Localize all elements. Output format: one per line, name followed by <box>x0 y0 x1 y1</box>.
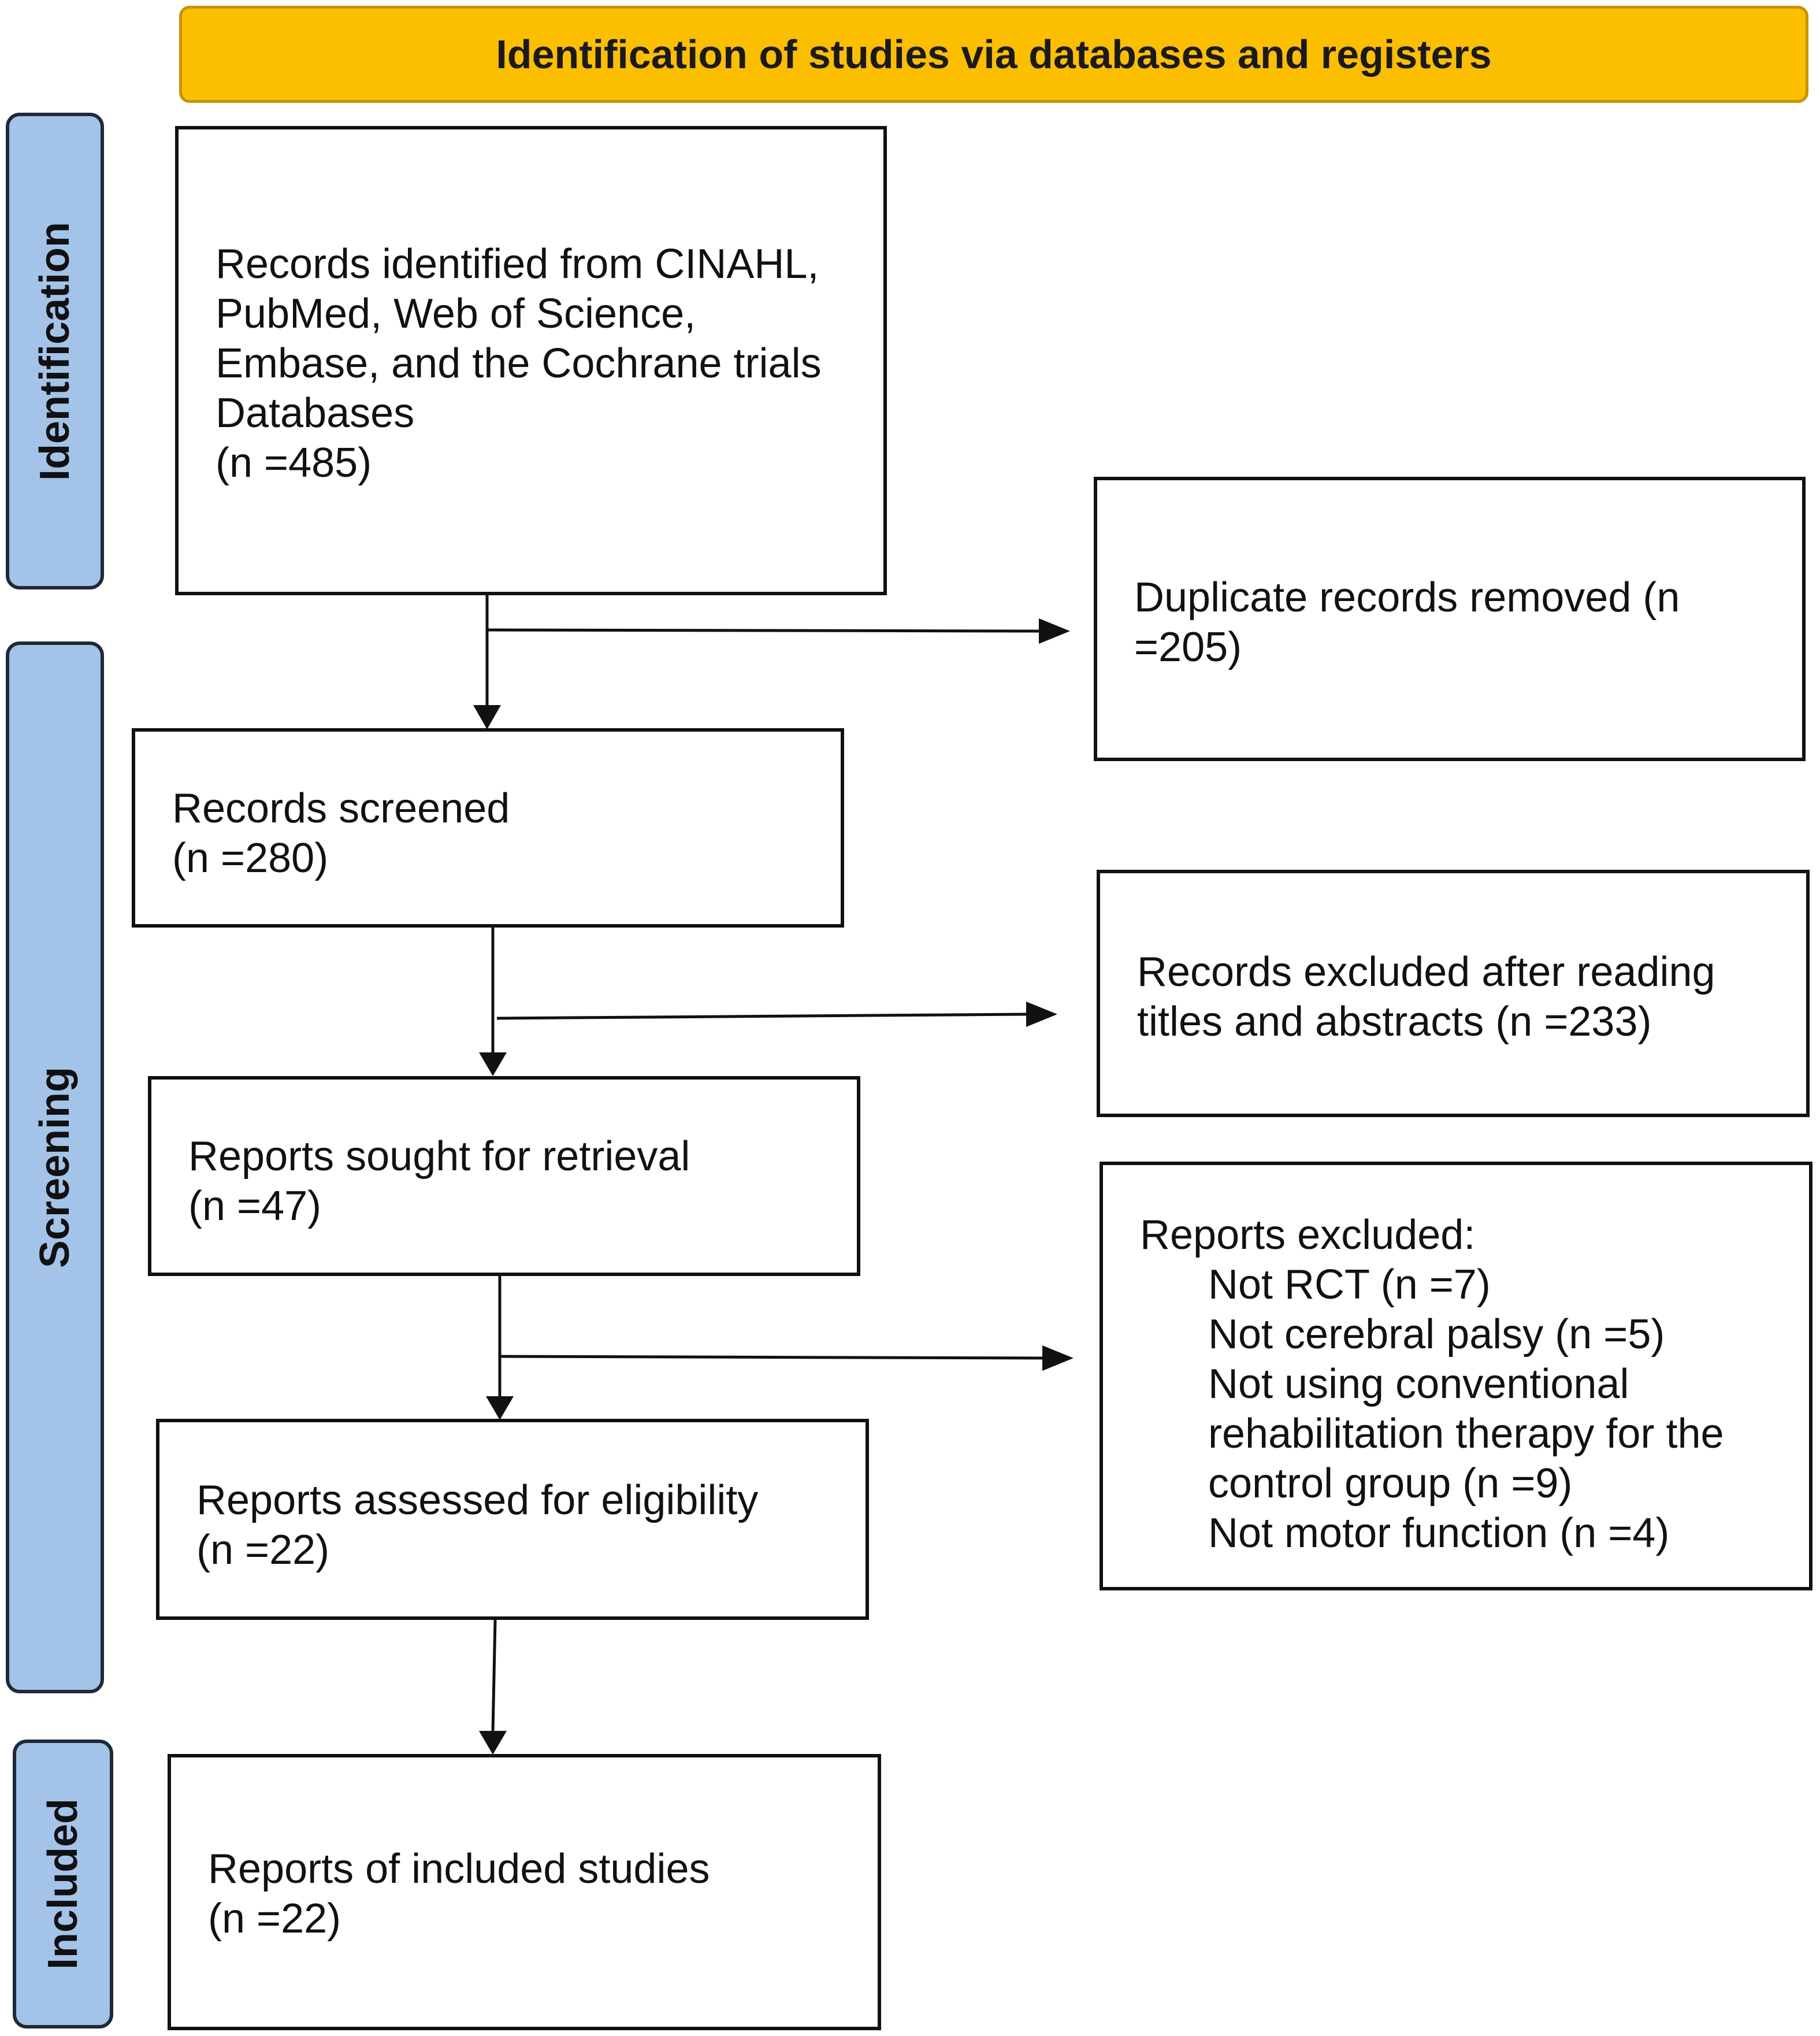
records-identified-line: Records identified from CINAHL, <box>216 241 819 287</box>
duplicates-removed-line: Duplicate records removed (n <box>1134 574 1680 621</box>
reports-assessed-box: Reports assessed for eligibility (n =22) <box>156 1419 869 1620</box>
reports-sought-line: Reports sought for retrieval <box>188 1133 690 1180</box>
reports-assessed-line: Reports assessed for eligibility <box>196 1477 759 1523</box>
phase-identification: Identification <box>6 113 104 589</box>
records-identified-line: Databases <box>216 390 415 436</box>
connector-to-duplicates <box>486 628 1041 633</box>
connector-to-records-excluded <box>496 1013 1028 1020</box>
records-screened-count: (n =280) <box>172 835 329 881</box>
records-excluded-box: Records excluded after reading titles an… <box>1097 870 1810 1117</box>
arrowhead-down <box>479 1731 507 1755</box>
exclusion-reason: Not motor function (n =4) <box>1208 1510 1670 1556</box>
reports-assessed-count: (n =22) <box>196 1527 330 1573</box>
phase-screening: Screening <box>6 641 104 1693</box>
reports-included-box: Reports of included studies (n =22) <box>168 1754 881 2030</box>
arrowhead-down <box>486 1396 514 1420</box>
arrowhead-right <box>1026 1002 1057 1027</box>
reports-included-line: Reports of included studies <box>208 1846 710 1892</box>
exclusion-reason: Not using conventional <box>1208 1361 1629 1407</box>
flow-header: Identification of studies via databases … <box>179 6 1808 103</box>
connector-to-reports-excluded <box>499 1355 1044 1360</box>
reports-excluded-box: Reports excluded: Not RCT (n =7) Not cer… <box>1100 1162 1812 1590</box>
reports-included-count: (n =22) <box>208 1896 341 1942</box>
flow-header-title: Identification of studies via databases … <box>496 32 1492 77</box>
records-identified-line: Embase, and the Cochrane trials <box>216 340 822 387</box>
connector-assessed-to-included <box>491 1619 497 1733</box>
reports-excluded-heading: Reports excluded: <box>1140 1212 1476 1258</box>
arrowhead-right <box>1042 1345 1074 1371</box>
records-excluded-line: Records excluded after reading <box>1137 949 1715 995</box>
arrowhead-down <box>473 705 501 729</box>
records-screened-box: Records screened (n =280) <box>132 728 844 928</box>
arrowhead-down <box>479 1052 507 1076</box>
exclusion-reason: Not RCT (n =7) <box>1208 1262 1491 1308</box>
reports-sought-count: (n =47) <box>188 1183 322 1229</box>
records-identified-box: Records identified from CINAHL, PubMed, … <box>175 126 887 595</box>
phase-included: Included <box>13 1740 113 2028</box>
duplicates-removed-count: =205) <box>1134 624 1242 670</box>
exclusion-reason: Not cerebral palsy (n =5) <box>1208 1311 1665 1358</box>
duplicates-removed-box: Duplicate records removed (n =205) <box>1094 477 1806 761</box>
records-excluded-line: titles and abstracts (n =233) <box>1137 999 1652 1045</box>
arrowhead-right <box>1039 618 1070 644</box>
records-identified-line: PubMed, Web of Science, <box>216 291 696 337</box>
reports-sought-box: Reports sought for retrieval (n =47) <box>148 1076 860 1276</box>
records-identified-count: (n =485) <box>216 440 372 486</box>
exclusion-reason: rehabilitation therapy for the <box>1208 1411 1724 1457</box>
exclusion-reason: control group (n =9) <box>1208 1460 1573 1507</box>
records-screened-line: Records screened <box>172 785 510 832</box>
